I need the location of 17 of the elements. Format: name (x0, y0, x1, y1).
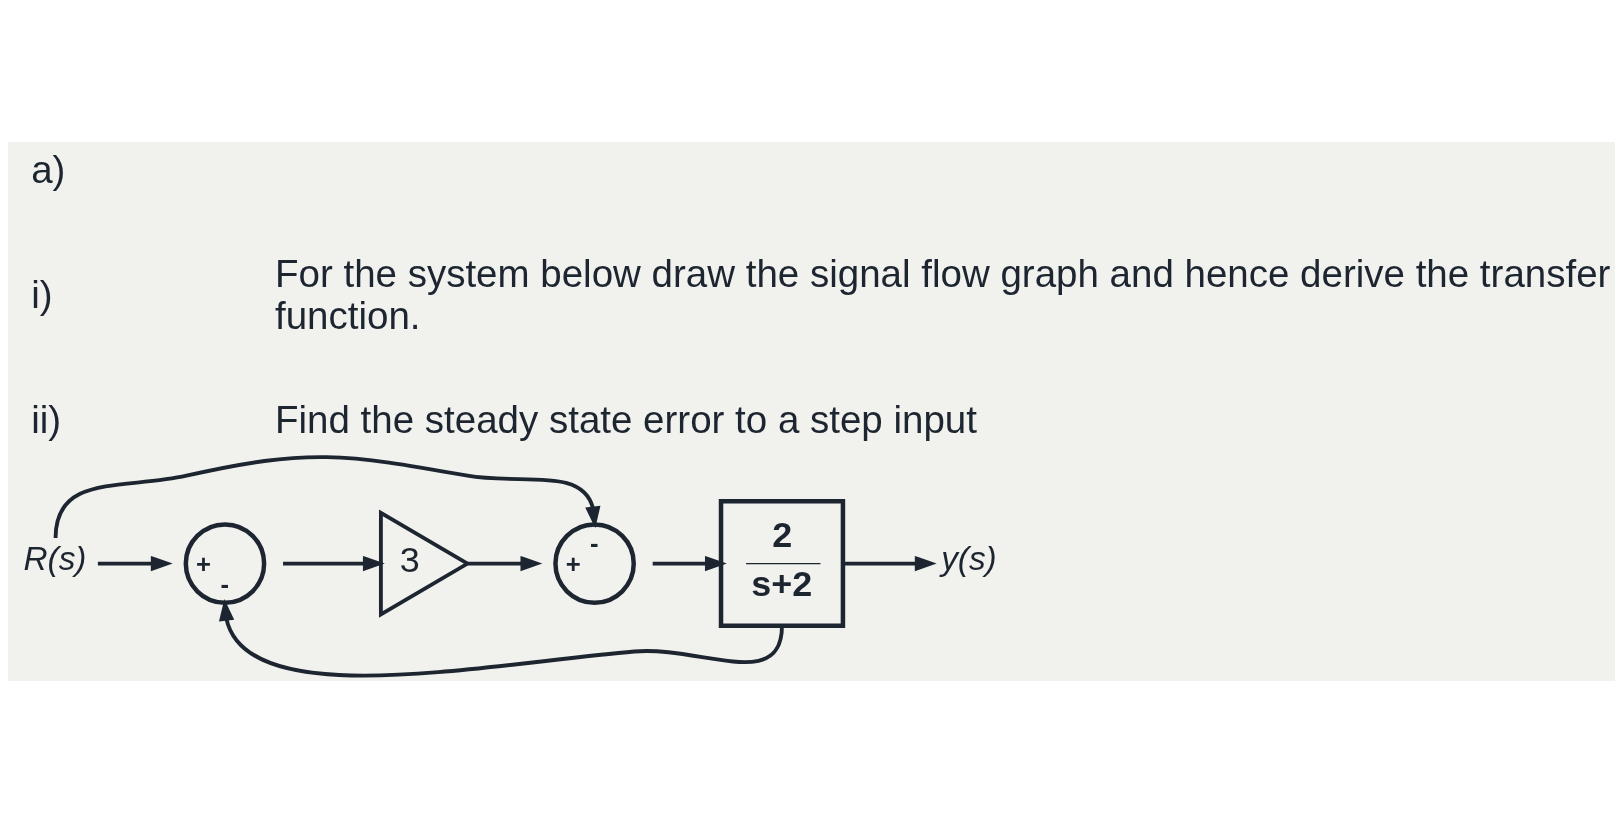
arrow (97, 555, 173, 571)
arrow (219, 598, 784, 677)
label: i) (31, 272, 53, 316)
node-circle: + - (183, 521, 267, 605)
node-text: y(s) (941, 539, 997, 577)
label: ii) (31, 397, 62, 441)
arrow (467, 555, 543, 571)
label: Find the steady state error to a step input (275, 397, 977, 441)
arrow (53, 454, 601, 538)
arrow (842, 555, 937, 571)
label: a) (31, 147, 66, 191)
node-text: R(s) (23, 539, 87, 577)
label: For the system below draw the signal flow graph and hence derive the transfer function. (275, 251, 1611, 337)
arrow (652, 555, 727, 571)
node-box: 2 s+2 (718, 498, 846, 628)
arrow (283, 555, 385, 571)
node-circle: - + (553, 521, 636, 605)
